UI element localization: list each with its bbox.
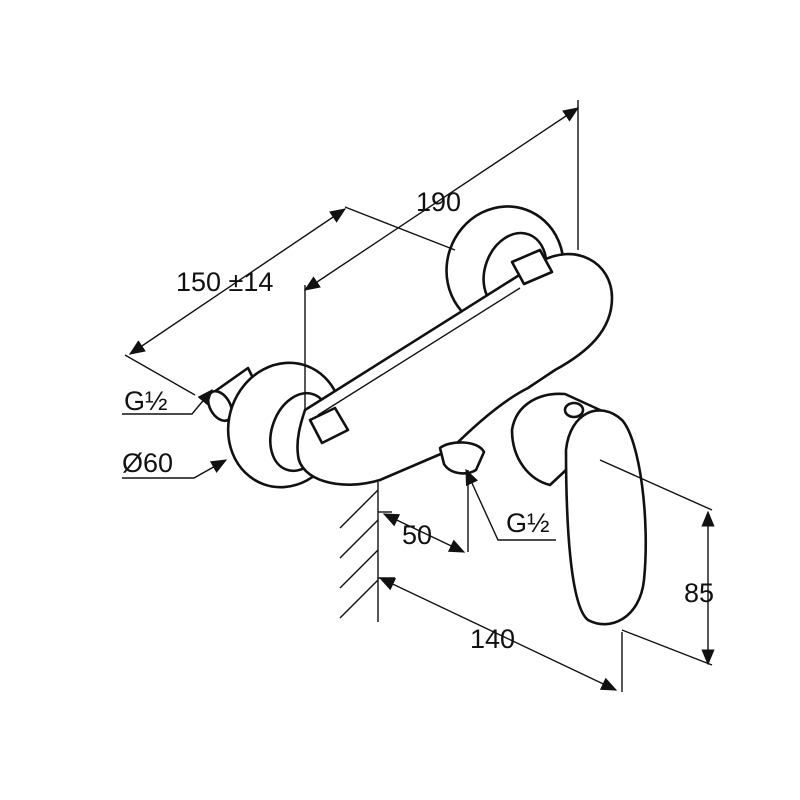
escutcheon-diameter-label: Ø60 xyxy=(122,448,173,478)
dim-85-label: 85 xyxy=(684,578,714,608)
dim-190-line xyxy=(303,107,580,291)
dimension-lines xyxy=(128,107,715,691)
outlet xyxy=(438,441,486,475)
dim-190-label: 190 xyxy=(416,187,461,217)
dim-140-line xyxy=(378,577,618,691)
inlet-thread-label: G½ xyxy=(124,386,168,416)
dim-150-label: 150 ±14 xyxy=(176,267,273,297)
lever-handle xyxy=(510,392,647,626)
dim-150-line xyxy=(128,208,347,355)
dim-50-label: 50 xyxy=(402,520,432,550)
leader-lines xyxy=(122,388,556,541)
dim-140-label: 140 xyxy=(470,624,515,654)
wall-hatching xyxy=(339,482,379,622)
outlet-thread-label: G½ xyxy=(506,508,550,538)
dim-50-line xyxy=(382,513,466,553)
